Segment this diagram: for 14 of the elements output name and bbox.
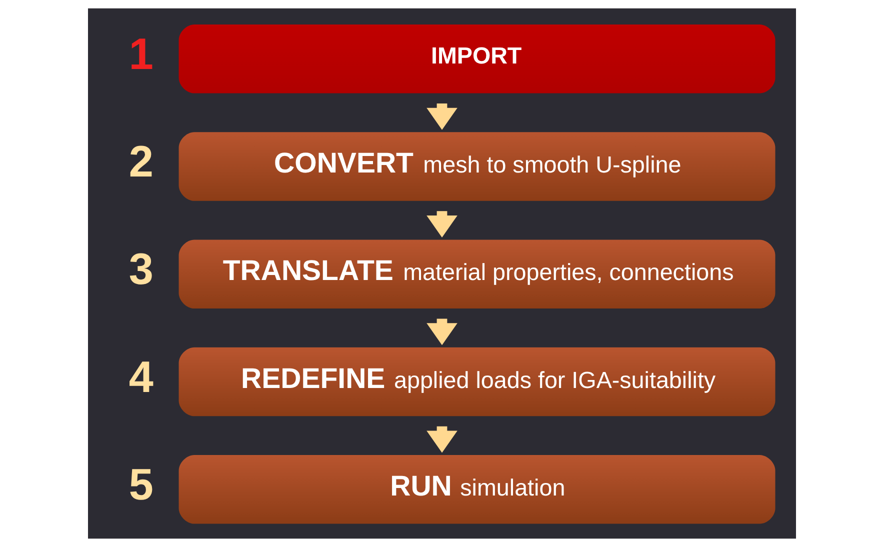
node-box: TRANSLATE material properties, connections bbox=[178, 240, 776, 308]
node-label: 4 bbox=[128, 352, 154, 402]
arrow bbox=[426, 211, 458, 238]
node-label: 2 bbox=[128, 138, 154, 187]
node-box: REDEFINE applied loads for IGA-suitability bbox=[178, 347, 776, 416]
node-label: 3 bbox=[128, 245, 154, 294]
node-label: 1 bbox=[128, 30, 154, 79]
arrow bbox=[426, 103, 458, 130]
arrow bbox=[426, 318, 458, 346]
node-box: IMPORT bbox=[178, 24, 776, 94]
arrow bbox=[426, 426, 458, 453]
node-box: RUN simulation bbox=[178, 455, 776, 524]
node-box: CONVERT mesh to smooth U-spline bbox=[178, 132, 776, 201]
node-label: 5 bbox=[128, 460, 154, 510]
